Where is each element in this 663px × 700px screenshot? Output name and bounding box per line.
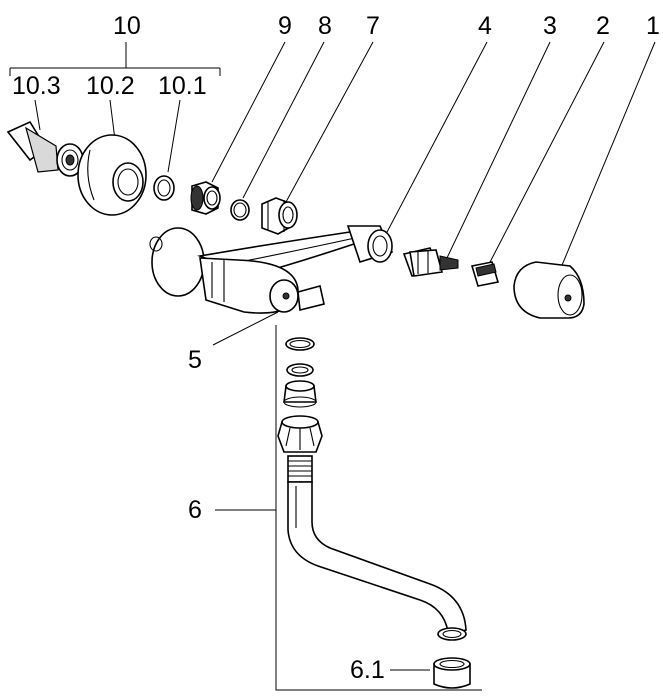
part-9-adapter	[190, 181, 221, 215]
label-8: 8	[318, 12, 332, 40]
label-10-3: 10.3	[12, 72, 61, 100]
part-3-cartridge	[409, 249, 459, 277]
label-6: 6	[188, 496, 202, 524]
part-1-handle-knob	[513, 261, 585, 319]
label-10-2: 10.2	[86, 72, 135, 100]
label-4: 4	[478, 12, 492, 40]
part-10-1-ring	[153, 175, 175, 201]
label-10: 10	[113, 12, 141, 40]
part-6-spout-pipe	[287, 455, 467, 641]
part-8-o-ring	[230, 199, 250, 221]
label-3: 3	[543, 12, 557, 40]
label-10-1: 10.1	[158, 72, 207, 100]
part-6-1-aerator	[433, 657, 471, 689]
part-7-union-nut	[261, 197, 298, 235]
part-10-3-elbow	[6, 120, 84, 177]
part-2-spindle-cap	[470, 261, 500, 287]
label-9: 9	[278, 12, 292, 40]
label-2: 2	[596, 12, 610, 40]
label-7: 7	[366, 12, 380, 40]
label-6-1: 6.1	[350, 656, 385, 684]
label-5: 5	[188, 346, 202, 374]
part-5-mixer-body	[149, 225, 394, 314]
spout-nut	[277, 415, 323, 453]
spout-seal-stack	[283, 337, 317, 408]
leader-lines	[9, 41, 656, 691]
label-1: 1	[646, 12, 660, 40]
part-10-2-rosette	[77, 134, 147, 216]
